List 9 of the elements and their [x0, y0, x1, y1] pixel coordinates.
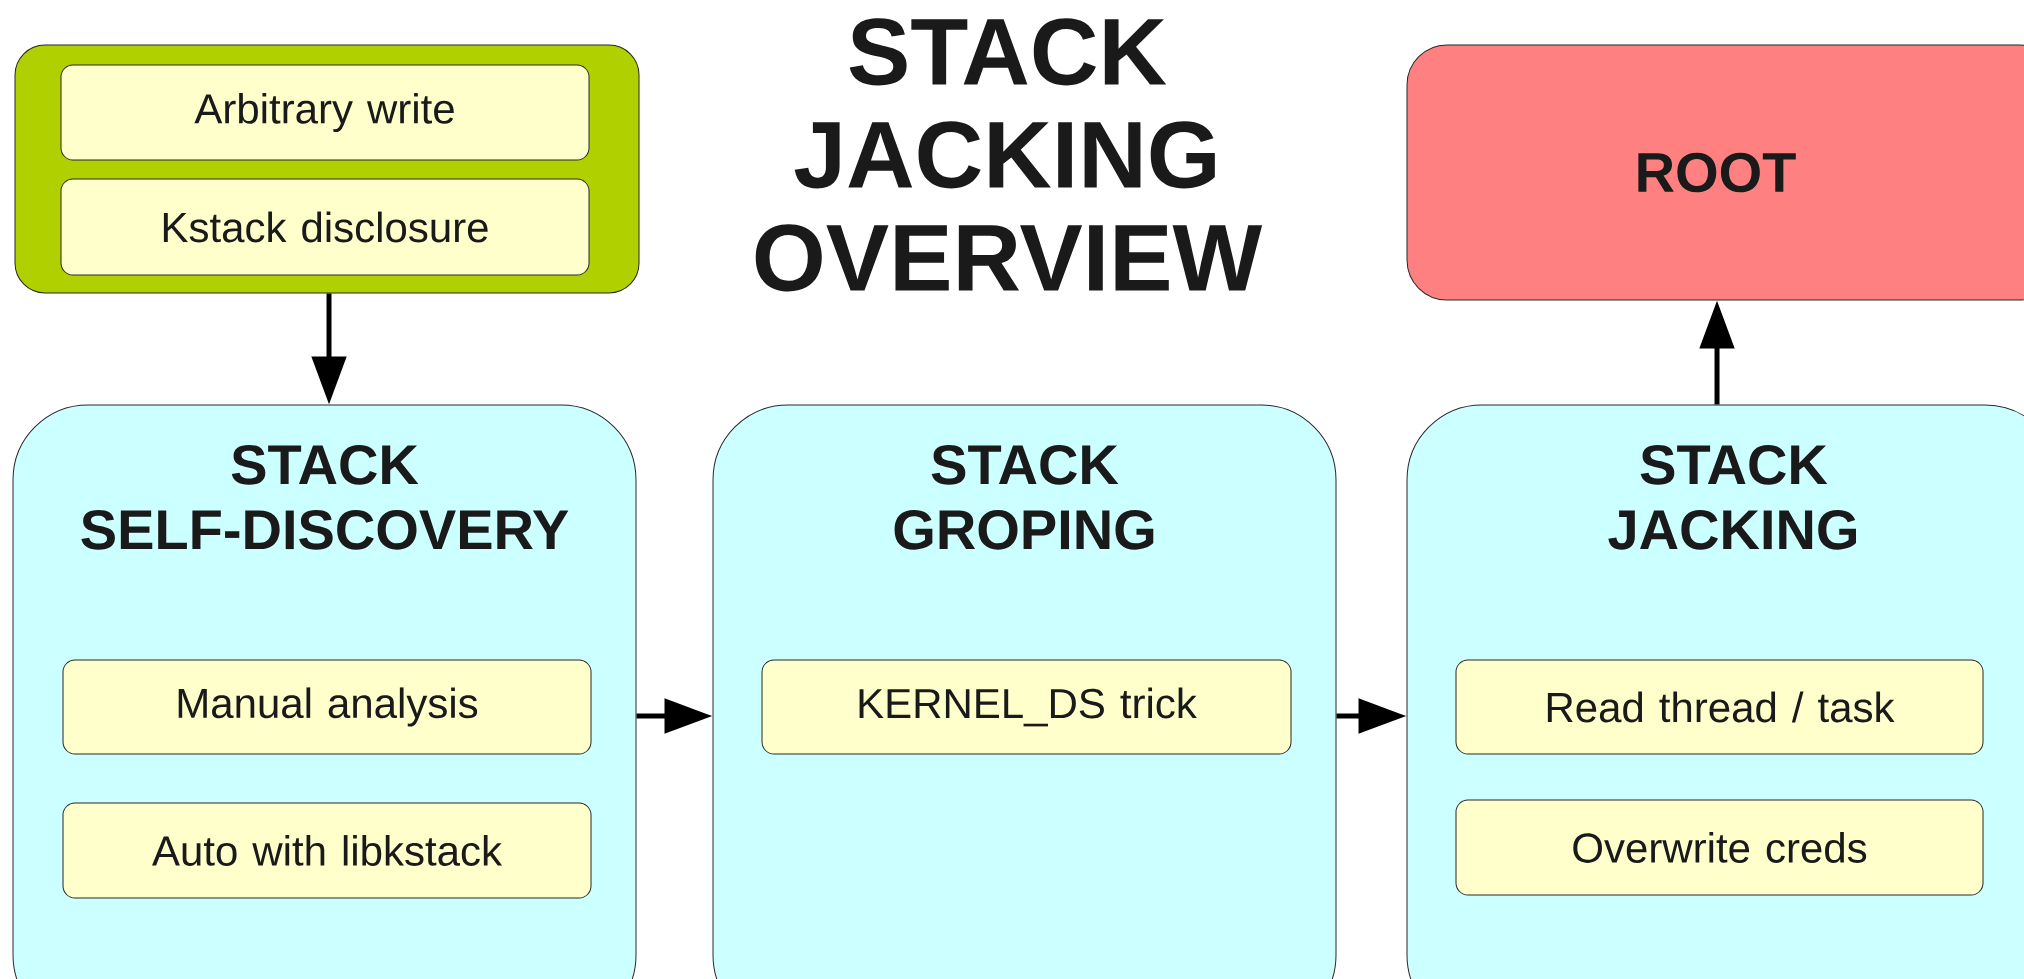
item-box: Auto with libkstack — [62, 802, 592, 899]
item-box: Read thread / task — [1455, 659, 1984, 755]
item-box: KERNEL_DS trick — [761, 659, 1292, 755]
title: STACK JACKING OVERVIEW — [755, 18, 1263, 292]
item-box: Manual analysis — [62, 659, 592, 755]
item-box: Overwrite creds — [1455, 799, 1984, 896]
item-box: Kstack disclosure — [60, 178, 590, 276]
goal-box: ROOT — [1406, 44, 2024, 301]
item-box: Arbitrary write — [60, 64, 590, 161]
